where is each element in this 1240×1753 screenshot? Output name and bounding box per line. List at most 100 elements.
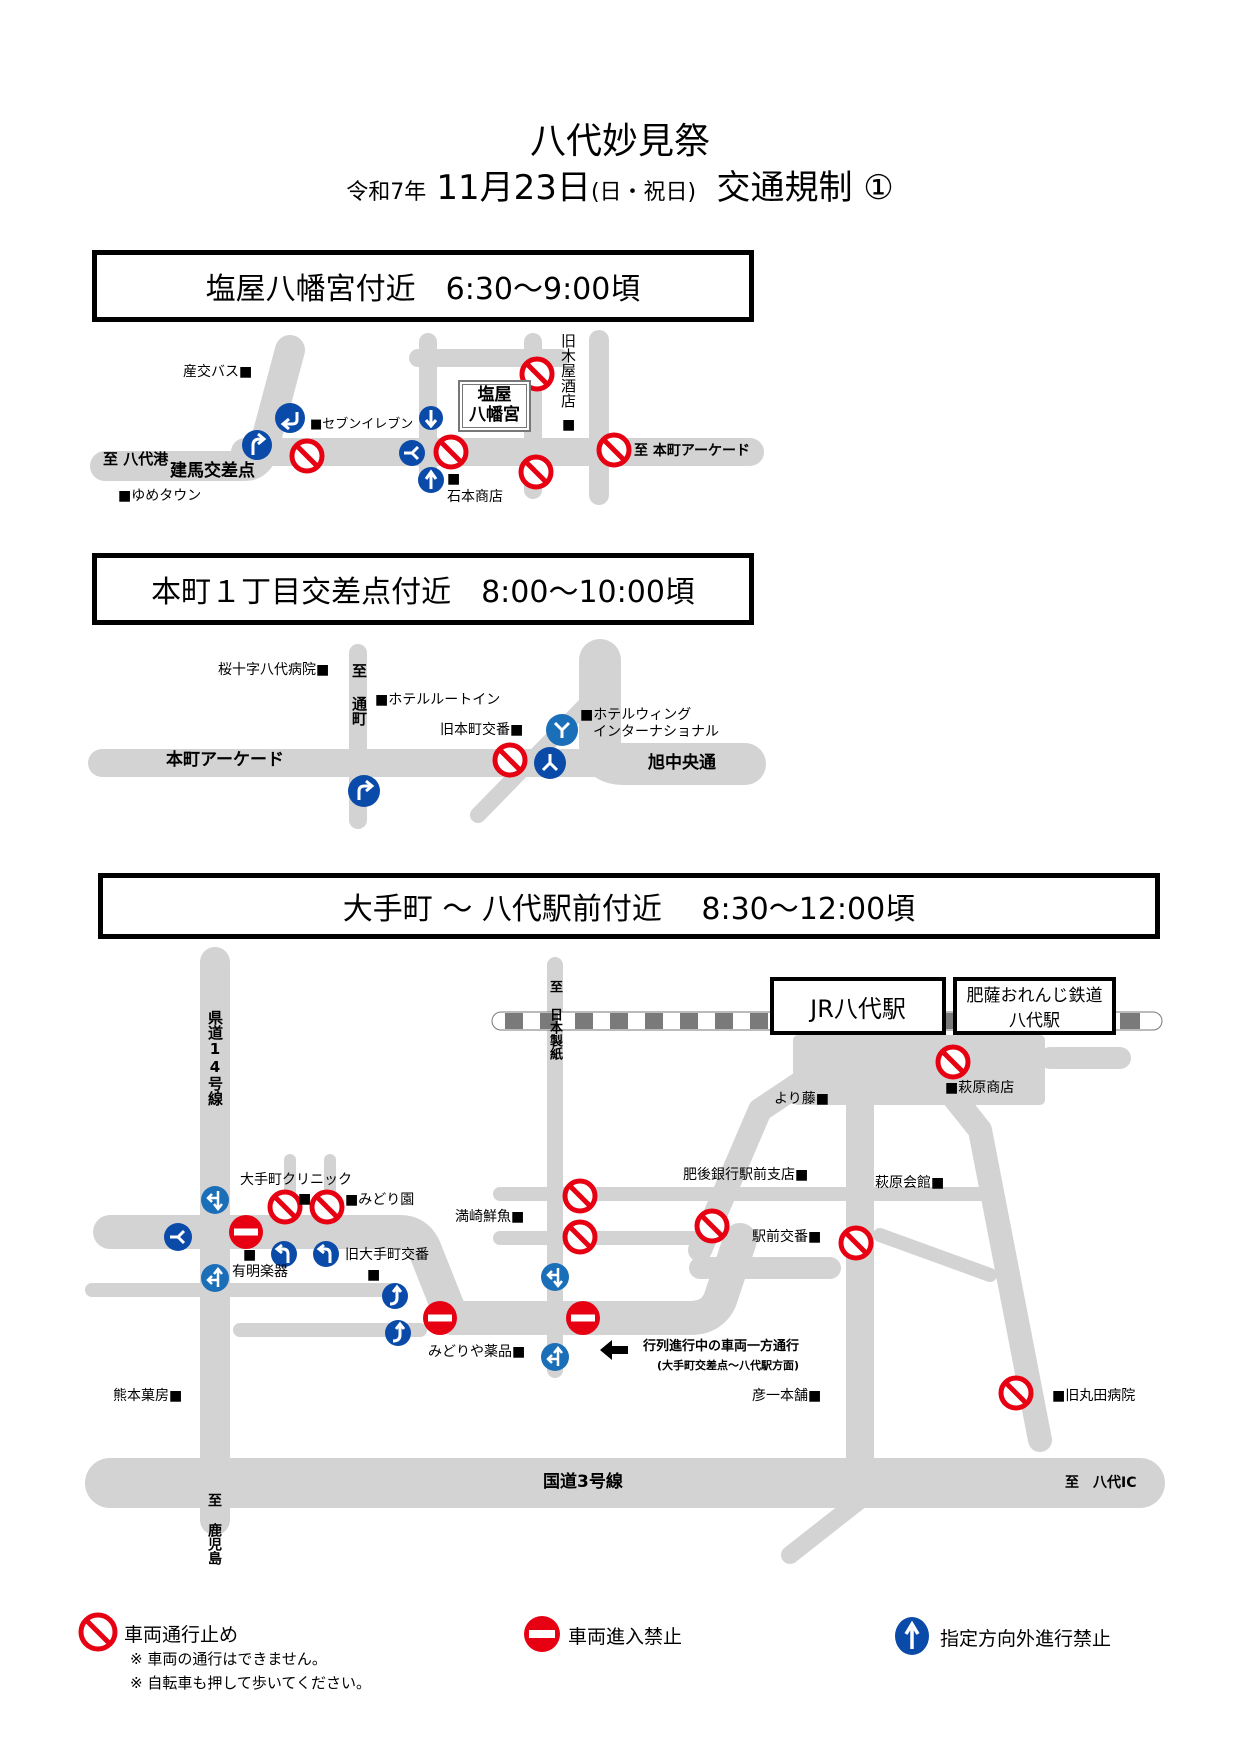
no-vehicles-sign <box>436 437 466 467</box>
blue-uturn-sign <box>382 1283 408 1309</box>
orange-railway-name: 肥薩おれんじ鉄道 <box>966 986 1103 1006</box>
landmark-higo-bank: 肥後銀行駅前支店■ <box>683 1167 809 1183</box>
section-3-signs <box>164 1047 1031 1408</box>
no-vehicles-sign <box>495 745 525 775</box>
no-vehicles-sign <box>292 441 322 471</box>
no-vehicles-sign <box>841 1228 871 1258</box>
landmark-sanko-bus: 産交バス■ <box>183 364 253 380</box>
subtitle-traffic: 交通規制 ① <box>716 168 894 208</box>
orange-railway-station: 八代駅 <box>1009 1011 1060 1031</box>
no-vehicles-sign <box>599 435 629 465</box>
old-otemachi-marker: ■ <box>367 1267 381 1283</box>
landmark-sakura-hospital: 桜十字八代病院■ <box>218 662 330 678</box>
jr-yatsushiro-station: JR八代駅 <box>770 977 946 1035</box>
no-vehicles-sign <box>270 1192 300 1222</box>
no-vehicles-sign <box>565 1181 595 1211</box>
section-2-heading: 本町１丁目交差点付近 8:00〜10:00頃 <box>92 553 754 625</box>
no-vehicles-sign <box>938 1047 968 1077</box>
blue-uturn-sign <box>385 1320 411 1346</box>
landmark-midori-en: ■みどり園 <box>345 1192 415 1208</box>
blue-split-sign <box>201 1264 229 1292</box>
label-honmachi-arcade: 本町アーケード <box>166 750 284 770</box>
blue-down-sign <box>419 406 443 430</box>
landmark-otemachi-clinic: 大手町クリニック <box>240 1172 352 1188</box>
label-to-nihon-seishi: 至 日本製紙 <box>547 980 562 1060</box>
legend-no-entry-label: 車両進入禁止 <box>568 1626 683 1648</box>
landmark-old-kiya-sake: 旧木屋酒店 <box>559 333 577 408</box>
section-1-heading: 塩屋八幡宮付近 6:30〜9:00頃 <box>92 250 754 322</box>
no-entry-sign <box>566 1301 600 1335</box>
label-to-toricho: 至 通町 <box>350 663 368 726</box>
label-prefectural-road-14: 県道14号線 <box>206 1010 224 1106</box>
no-vehicles-sign <box>565 1222 595 1252</box>
blue-left-turn-sign <box>313 1241 339 1267</box>
designated-direction-icon <box>895 1617 929 1655</box>
legend-designated-direction-label: 指定方向外進行禁止 <box>940 1628 1112 1650</box>
shrine-name: 塩屋 八幡宮 <box>462 384 527 428</box>
blue-uturn-sign <box>275 403 305 433</box>
one-way-arrow <box>600 1340 628 1360</box>
landmark-hotel-wing-1: ■ホテルウィング <box>580 707 692 723</box>
landmark-ariake-gakki: 有明楽器 <box>232 1264 288 1280</box>
legend-note-2: ※ 自転車も押して歩いてください。 <box>130 1674 371 1692</box>
landmark-ishimoto-store: 石本商店 <box>447 489 503 505</box>
landmark-old-maruta-hospital: ■旧丸田病院 <box>1052 1388 1136 1404</box>
landmark-hagiwara-hall: 萩原会館■ <box>875 1175 945 1191</box>
label-to-yatsushiro-port: 至 八代港 <box>103 450 169 468</box>
landmark-seven-eleven: ■セブンイレブン <box>310 417 414 432</box>
date-prefix: 令和7年 <box>346 180 427 205</box>
no-vehicles-sign <box>1001 1378 1031 1408</box>
hisatsu-orange-railway-station: 肥薩おれんじ鉄道 八代駅 <box>953 977 1116 1035</box>
blue-split-sign <box>164 1223 192 1251</box>
section-2-signs <box>348 714 578 807</box>
one-way-note: 行列進行中の車両一方通行 <box>643 1339 800 1354</box>
ishimoto-marker: ■ <box>447 471 461 487</box>
no-vehicles-icon <box>78 1612 118 1652</box>
no-entry-sign <box>229 1215 263 1249</box>
landmark-hagiwara-store: ■萩原商店 <box>945 1080 1015 1096</box>
legend-note-1: ※ 車両の通行はできません。 <box>130 1650 327 1668</box>
blue-split-sign <box>546 714 578 746</box>
landmark-yume-town: ■ゆめタウン <box>118 488 202 504</box>
no-vehicles-sign <box>312 1192 342 1222</box>
no-vehicles-sign <box>697 1211 727 1241</box>
landmark-hotel-route-inn: ■ホテルルートイン <box>375 692 501 708</box>
ariake-marker: ■ <box>243 1247 257 1263</box>
landmark-old-otemachi-police: 旧大手町交番 <box>345 1247 429 1263</box>
no-vehicles-sign <box>521 457 551 487</box>
legend-icons <box>78 1612 929 1655</box>
blue-split-sign <box>534 747 566 779</box>
blue-right-turn-sign <box>348 775 380 807</box>
blue-split-sign <box>541 1263 569 1291</box>
legend-no-vehicles-label: 車両通行止め <box>124 1624 239 1646</box>
page-title: 八代妙見祭 <box>529 121 710 162</box>
label-to-honmachi-arcade: 至 本町アーケード <box>634 443 751 459</box>
landmark-yorifuji: より藤■ <box>774 1091 829 1107</box>
no-entry-sign <box>423 1301 457 1335</box>
landmark-midoriya-pharmacy: みどりや薬品■ <box>428 1344 526 1360</box>
blue-split-sign <box>201 1186 229 1214</box>
date-main: 11月23日 <box>436 168 591 208</box>
section-1-signs <box>242 359 629 495</box>
label-route-3: 国道3号線 <box>543 1472 623 1492</box>
page-subtitle: 令和7年 11月23日(日・祝日) 交通規制 ① <box>0 160 1240 209</box>
landmark-mitsuzaki-fish: 満崎鮮魚■ <box>455 1209 525 1225</box>
landmark-ekimae-police: 駅前交番■ <box>752 1229 822 1245</box>
blue-turn-sign <box>242 430 272 460</box>
label-asahi-chuo-dori: 旭中央通 <box>648 753 716 773</box>
section-3-heading: 大手町 〜 八代駅前付近 8:30〜12:00頃 <box>98 873 1160 939</box>
landmark-hikoichi: 彦一本舗■ <box>752 1388 822 1404</box>
no-entry-icon <box>524 1616 560 1652</box>
landmark-hotel-wing-2: インターナショナル <box>593 724 719 740</box>
blue-up-sign <box>416 465 446 495</box>
blue-split-sign <box>399 440 425 466</box>
blue-left-turn-sign <box>271 1241 297 1267</box>
one-way-subnote: (大手町交差点〜八代駅方面) <box>657 1359 800 1372</box>
blue-split-sign <box>541 1343 569 1371</box>
label-to-yatsushiro-ic: 至 八代IC <box>1065 1475 1137 1491</box>
old-kiya-marker: ■ <box>562 417 576 433</box>
shiroya-hachimangu-box: 塩屋 八幡宮 <box>458 380 531 432</box>
label-tatema-crossing: 建馬交差点 <box>170 461 255 481</box>
landmark-kumamoto-kabou: 熊本菓房■ <box>113 1388 183 1404</box>
